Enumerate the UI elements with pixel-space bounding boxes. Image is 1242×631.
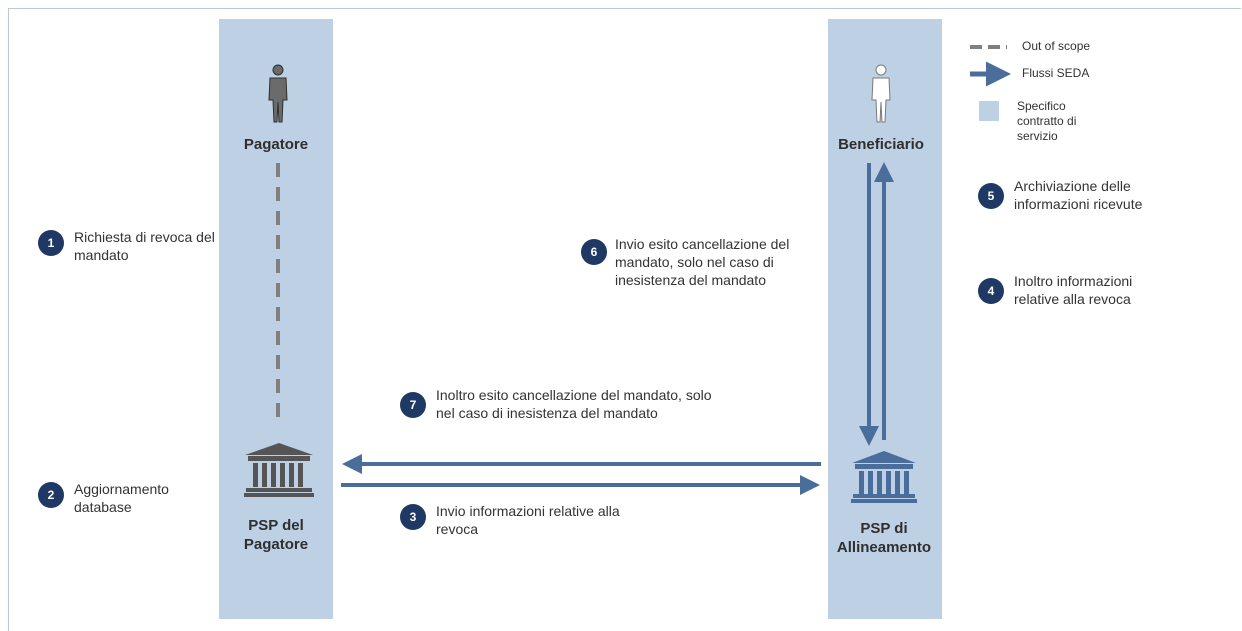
legend-specifico: Specifico contratto di servizio xyxy=(1017,99,1097,144)
step-3: 3 Invio informazioni relative alla revoc… xyxy=(400,502,690,538)
person-icon xyxy=(268,64,288,123)
actor-psp-allineamento-label: PSP di Allineamento xyxy=(836,520,932,556)
legend-flussi-seda-label: Flussi SEDA xyxy=(1022,66,1090,80)
step-number-badge: 4 xyxy=(978,278,1004,304)
step-6: 6 Invio esito cancellazione del mandato,… xyxy=(581,235,831,289)
actor-beneficiario-label: Beneficiario xyxy=(838,136,924,153)
step-5: 5 Archiviazione delle informazioni ricev… xyxy=(978,177,1168,213)
step-text: Invio informazioni relative alla revoca xyxy=(436,503,620,537)
step-number-badge: 6 xyxy=(581,239,607,265)
step-4: 4 Inoltro informazioni relative alla rev… xyxy=(978,272,1168,308)
legend-specifico-label: Specifico contratto di servizio xyxy=(1017,99,1077,143)
actor-pagatore-label: Pagatore xyxy=(243,136,309,153)
step-number-badge: 7 xyxy=(400,392,426,418)
step-text: Inoltro informazioni relative alla revoc… xyxy=(1014,273,1133,307)
bank-icon xyxy=(851,451,917,503)
legend-out-of-scope-label: Out of scope xyxy=(1022,39,1091,53)
step-text: Inoltro esito cancellazione del mandato,… xyxy=(436,387,712,421)
legend-lane-swatch xyxy=(979,101,999,121)
diagram-frame xyxy=(8,8,1241,631)
step-number-badge: 5 xyxy=(978,183,1004,209)
legend-flussi-seda: Flussi SEDA xyxy=(1022,66,1089,81)
legend-out-of-scope: Out of scope xyxy=(1022,39,1090,54)
step-2: 2 Aggiornamento database xyxy=(38,480,218,516)
actor-psp-pagatore-label: PSP del Pagatore xyxy=(243,517,309,553)
person-icon xyxy=(871,64,891,123)
step-text: Aggiornamento database xyxy=(74,481,169,515)
step-number-badge: 1 xyxy=(38,230,64,256)
step-text: Richiesta di revoca del mandato xyxy=(74,229,215,263)
bank-icon xyxy=(244,443,314,497)
step-7: 7 Inoltro esito cancellazione del mandat… xyxy=(400,386,730,422)
step-text: Invio esito cancellazione del mandato, s… xyxy=(615,236,790,288)
step-1: 1 Richiesta di revoca del mandato xyxy=(38,228,228,264)
step-number-badge: 3 xyxy=(400,504,426,530)
step-text: Archiviazione delle informazioni ricevut… xyxy=(1014,178,1143,212)
step-number-badge: 2 xyxy=(38,482,64,508)
